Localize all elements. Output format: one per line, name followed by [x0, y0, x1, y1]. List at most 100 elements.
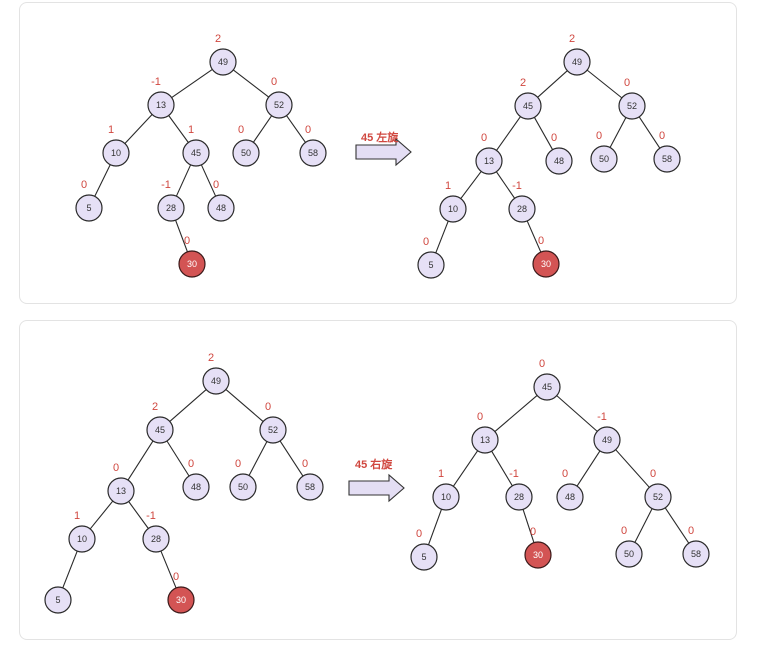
balance-factor-label: 0: [188, 458, 194, 470]
node-circle: [146, 416, 174, 444]
balance-factor-label: 0: [271, 76, 277, 88]
node-value: 45: [155, 425, 165, 435]
balance-factor-label: -1: [161, 179, 171, 191]
node-circle: [102, 139, 130, 167]
balance-factor-label: 0: [624, 77, 630, 89]
balance-factor-label: -1: [597, 411, 607, 423]
node-circle: [147, 91, 175, 119]
balance-factor-label: 0: [113, 462, 119, 474]
node-circle: [229, 473, 257, 501]
tree-node: 480: [545, 132, 573, 175]
edge-49-45: [537, 70, 568, 98]
edge-52-58: [638, 116, 661, 149]
tree-node: 492: [563, 33, 591, 76]
balance-factor-label: 0: [477, 411, 483, 423]
node-circle: [410, 543, 438, 571]
node-circle: [514, 92, 542, 120]
tree-node: 10 1: [102, 124, 130, 167]
node-circle: [471, 426, 499, 454]
node-circle: [44, 586, 72, 614]
edge-13-28: [491, 450, 513, 487]
balance-factor-label: 0: [551, 132, 557, 144]
tree-node: 500: [229, 458, 257, 501]
node-circle: [524, 541, 552, 569]
tree-node: 49 2: [202, 352, 230, 395]
edge-28-30: [522, 509, 535, 543]
tree-node: 48 0: [182, 458, 210, 501]
node-value: 10: [111, 148, 121, 158]
inserted-node: 300: [178, 235, 206, 278]
balance-factor-label: 1: [108, 124, 114, 136]
node-value: 48: [565, 492, 575, 502]
node-value: 10: [448, 204, 458, 214]
inserted-node: 300: [524, 526, 552, 569]
balance-factor-label: 0: [184, 235, 190, 247]
edge-45-48: [166, 440, 190, 477]
node-value: 49: [572, 57, 582, 67]
edge-49-52: [225, 389, 264, 422]
tree-node: 49-1: [593, 411, 621, 454]
tree-node: 580: [653, 130, 681, 173]
node-circle: [157, 194, 185, 222]
node-value: 5: [86, 203, 91, 213]
node-circle: [107, 477, 135, 505]
node-value: 5: [428, 260, 433, 270]
node-circle: [432, 483, 460, 511]
balance-factor-label: 2: [208, 352, 214, 364]
tree-node: 50: [75, 179, 103, 222]
edge-13-10: [89, 500, 114, 530]
rotation-arrow-icon: [355, 137, 412, 167]
tree-node: 13 -1: [147, 76, 175, 119]
node-circle: [182, 139, 210, 167]
node-value: 30: [176, 595, 186, 605]
balance-factor-label: -1: [151, 76, 161, 88]
node-circle: [556, 483, 584, 511]
node-value: 13: [156, 100, 166, 110]
edge-49-45: [169, 389, 207, 422]
node-circle: [202, 367, 230, 395]
node-value: 45: [542, 382, 552, 392]
node-value: 45: [523, 101, 533, 111]
balance-factor-label: 0: [659, 130, 665, 142]
tree-node: 450: [533, 358, 561, 401]
node-value: 48: [191, 482, 201, 492]
tree-node: 5: [44, 586, 72, 614]
edge-13-45: [168, 115, 189, 143]
node-circle: [296, 473, 324, 501]
node-value: 28: [517, 204, 527, 214]
tree-node: 101: [68, 510, 96, 553]
balance-factor-label: 0: [688, 525, 694, 537]
node-circle: [618, 92, 646, 120]
balance-factor-label: -1: [509, 468, 519, 480]
edge-52-58: [286, 115, 306, 143]
edge-45-48: [533, 117, 554, 150]
node-circle: [505, 483, 533, 511]
edge-45-49: [556, 395, 598, 432]
balance-factor-label: 0: [416, 528, 422, 540]
node-circle: [68, 525, 96, 553]
edge-49-52: [232, 69, 270, 98]
balance-factor-label: 0: [265, 401, 271, 413]
node-value: 50: [238, 482, 248, 492]
tree-node: 28-1: [508, 180, 536, 223]
balance-factor-label: 0: [562, 468, 568, 480]
node-value: 48: [216, 203, 226, 213]
node-circle: [417, 251, 445, 279]
tree-node: 48 0: [556, 468, 584, 511]
tree-node: 451: [182, 124, 210, 167]
balance-factor-label: -1: [146, 510, 156, 522]
tree-node: 28-1: [142, 510, 170, 553]
node-circle: [533, 373, 561, 401]
balance-factor-label: 0: [481, 132, 487, 144]
tree-node: 101: [432, 468, 460, 511]
balance-factor-label: 0: [650, 468, 656, 480]
node-value: 30: [533, 550, 543, 560]
edge-52-50: [252, 115, 273, 143]
tree-node: 28-1: [505, 468, 533, 511]
edge-28-30: [175, 219, 188, 253]
balance-factor-label: 0: [621, 525, 627, 537]
node-value: 49: [211, 376, 221, 386]
